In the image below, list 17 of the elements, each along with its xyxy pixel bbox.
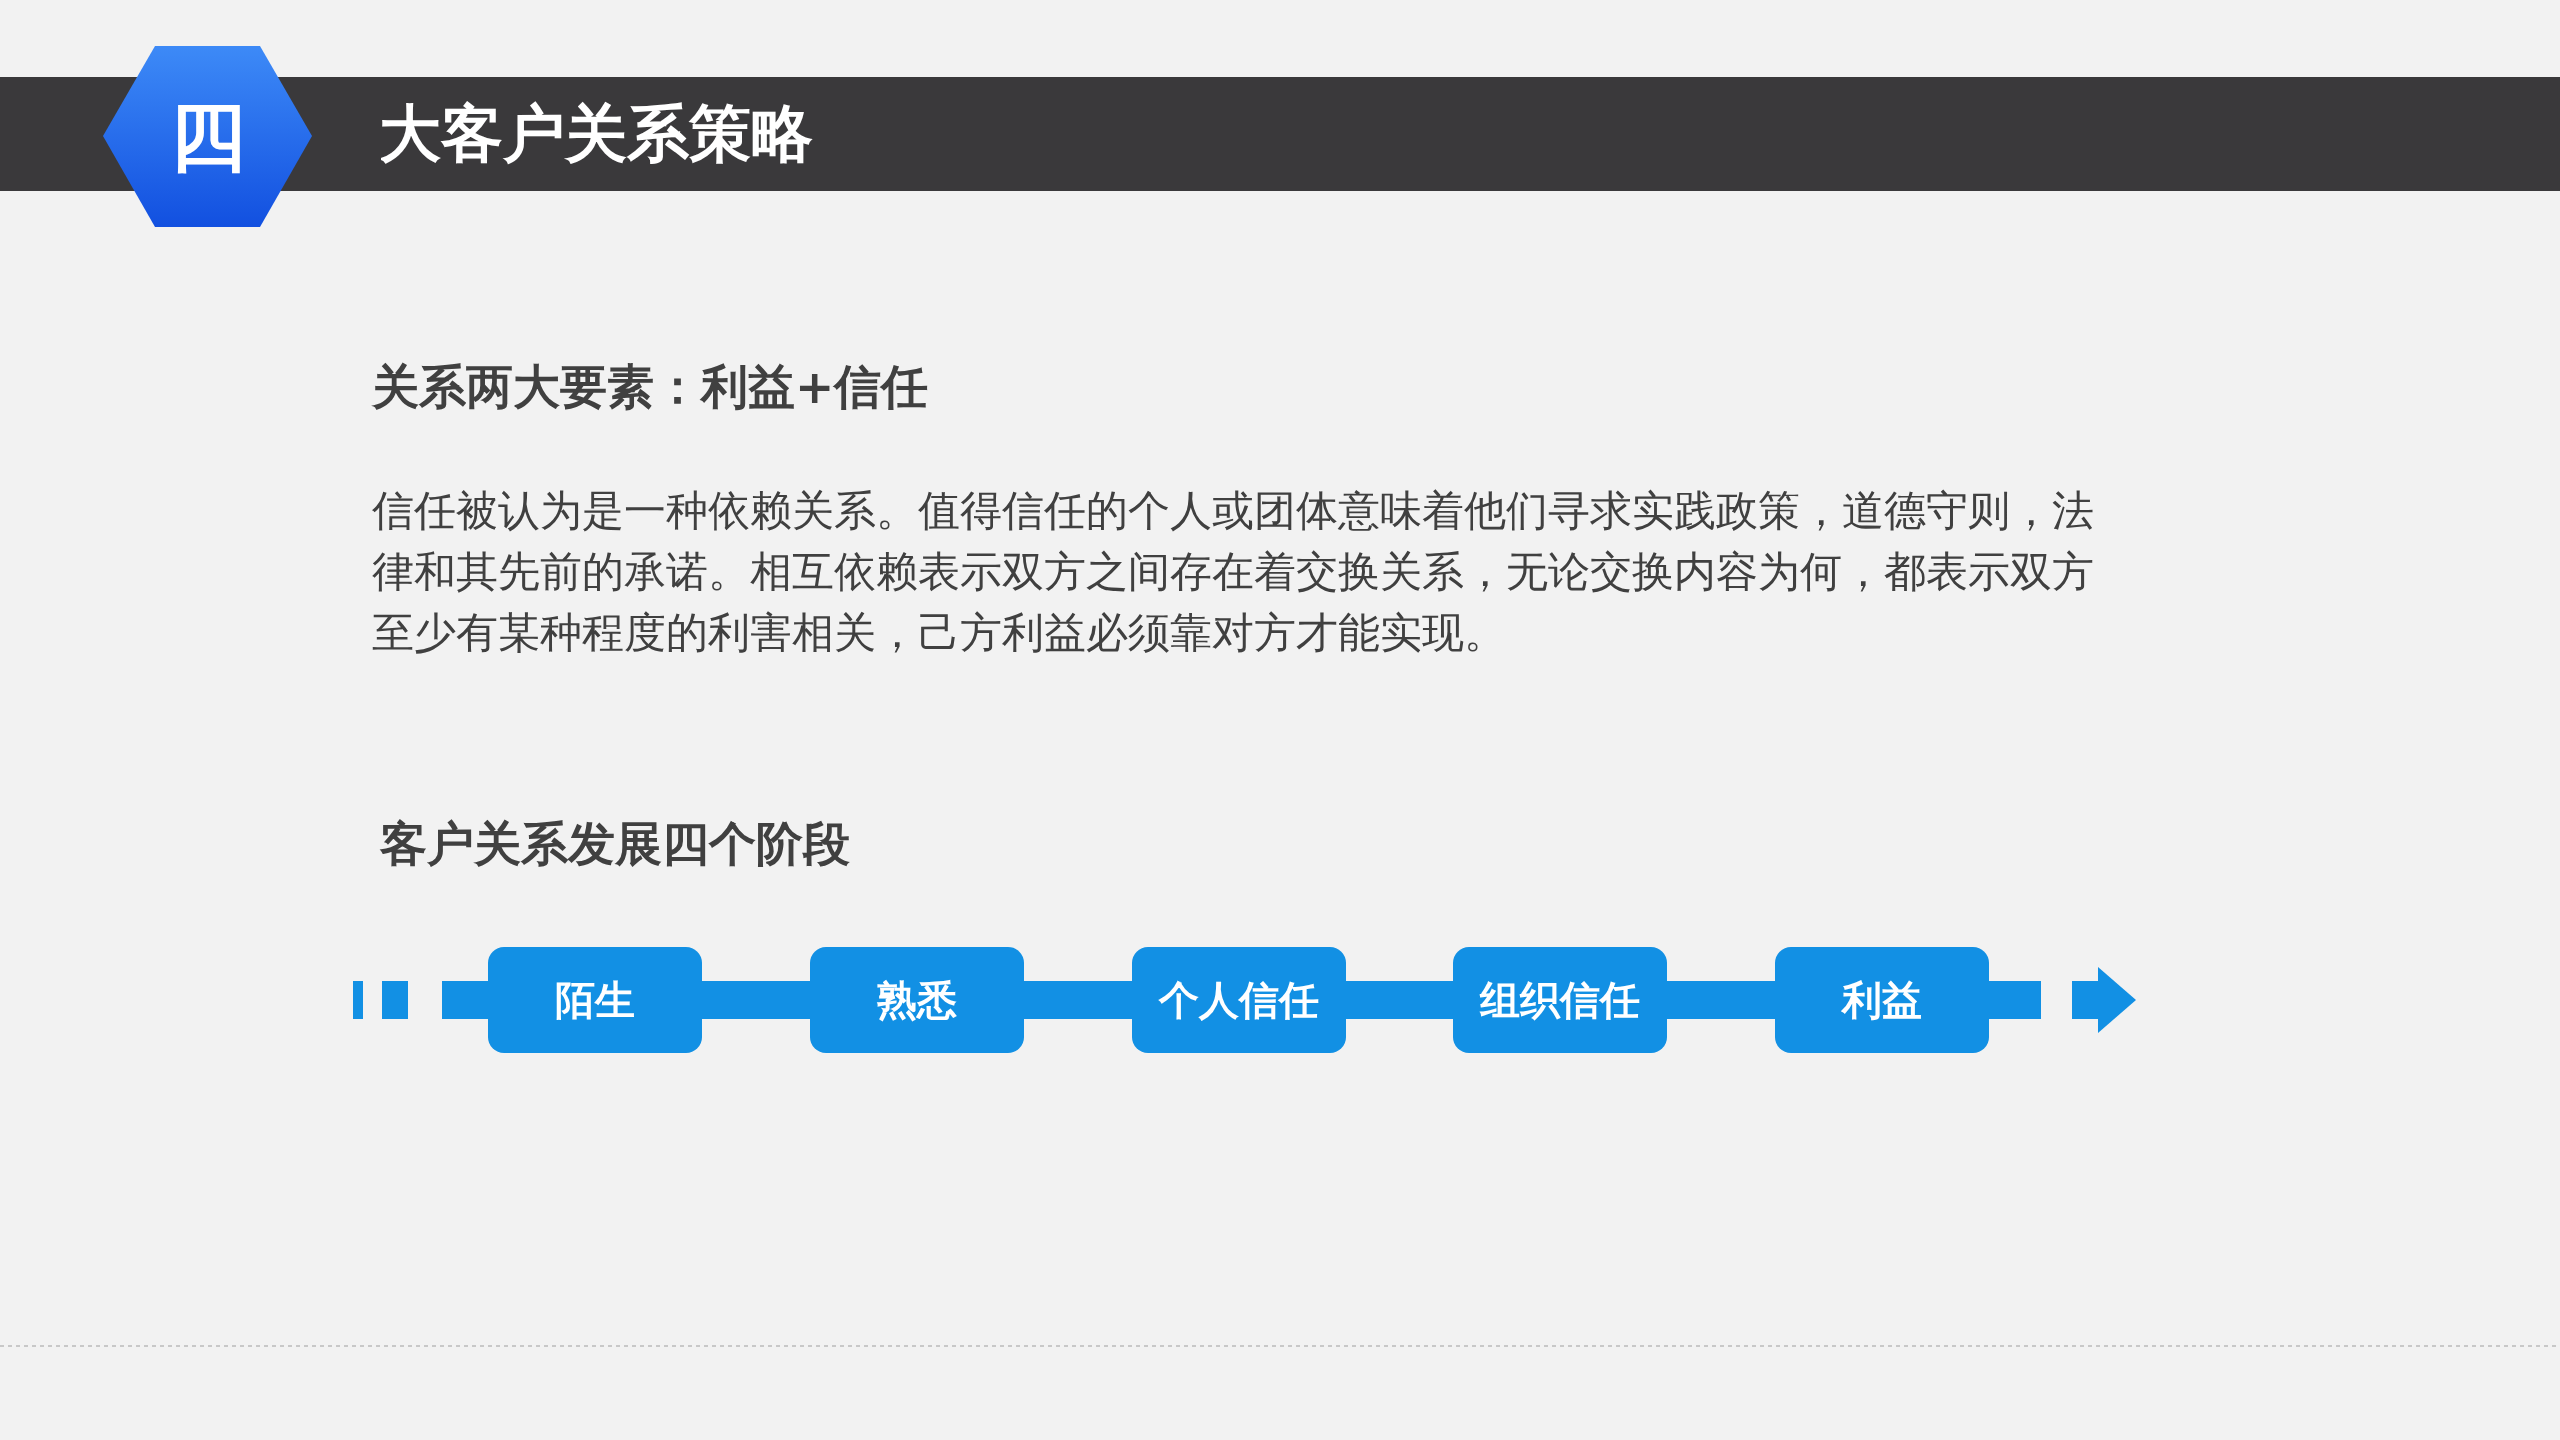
- connector-bar: [1667, 981, 1775, 1019]
- section-number: 四: [169, 98, 246, 175]
- section-heading: 客户关系发展四个阶段: [380, 815, 851, 873]
- section-heading: 关系两大要素：利益+信任: [372, 358, 930, 416]
- stage-box: 个人信任: [1132, 947, 1346, 1053]
- connector-bar: [702, 981, 810, 1019]
- stage-box: 利益: [1775, 947, 1989, 1053]
- connector-bar: [353, 981, 488, 1019]
- stage-box: 组织信任: [1453, 947, 1667, 1053]
- stage-box: 陌生: [488, 947, 702, 1053]
- connector-bar: [1989, 967, 2136, 1033]
- connector-bar: [1024, 981, 1132, 1019]
- body-paragraph: 信任被认为是一种依赖关系。值得信任的个人或团体意味着他们寻求实践政策，道德守则，法律和其先前的承诺。相互依赖表示双方之间存在着交换关系，无论交换内容为何，都表示双方至少有某种程度的利害相关，己方利益必须靠对方才能实现。: [372, 485, 2095, 659]
- stage-box: 熟悉: [810, 947, 1024, 1053]
- connector-bar: [1346, 981, 1453, 1019]
- hexagon-badge: [103, 46, 312, 227]
- slide-title: 大客户关系策略: [379, 99, 813, 169]
